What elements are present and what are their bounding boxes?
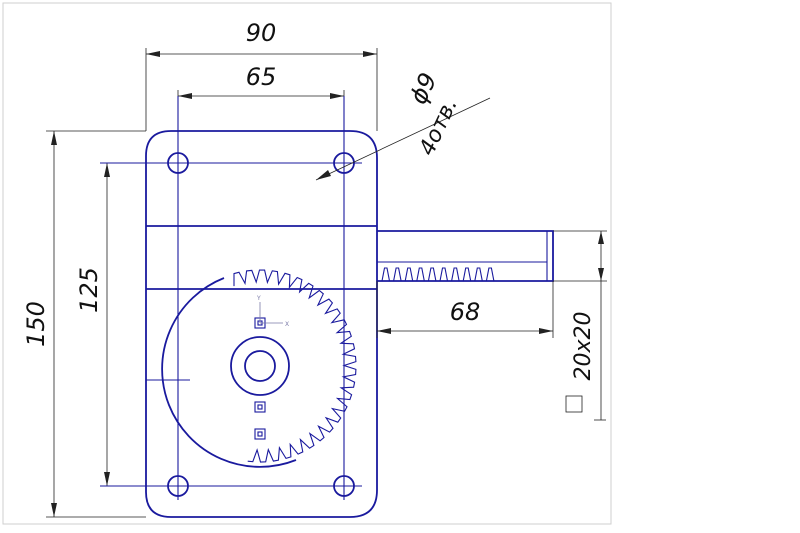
rack-teeth xyxy=(377,267,495,282)
gear-hub-outer xyxy=(230,336,290,396)
square-section-symbol xyxy=(565,395,583,413)
gear-assembly: Y X xyxy=(161,269,357,468)
base-plate xyxy=(145,130,378,518)
plate-outline xyxy=(145,130,378,518)
svg-text:X: X xyxy=(285,321,289,328)
rack xyxy=(377,230,554,282)
dim-overall-width: 90 xyxy=(246,19,277,47)
dim-hole-spacing-width: 65 xyxy=(246,63,277,91)
svg-text:Y: Y xyxy=(256,295,261,302)
sheet-frame xyxy=(2,2,612,525)
gear-housing-arc xyxy=(161,277,297,468)
dim-hole-spacing-height: 125 xyxy=(75,267,103,313)
coordinate-marker xyxy=(254,401,266,413)
gear-hub-inner xyxy=(244,350,276,382)
dim-rack-section: 20x20 xyxy=(571,311,596,380)
dim-rack-length: 68 xyxy=(450,298,481,326)
rack-outline xyxy=(377,230,554,282)
coordinate-marker: Y X xyxy=(254,295,289,329)
gear-teeth xyxy=(233,269,357,463)
dimension-lines xyxy=(46,48,607,518)
coordinate-marker xyxy=(254,428,266,440)
dim-overall-height: 150 xyxy=(22,301,50,347)
